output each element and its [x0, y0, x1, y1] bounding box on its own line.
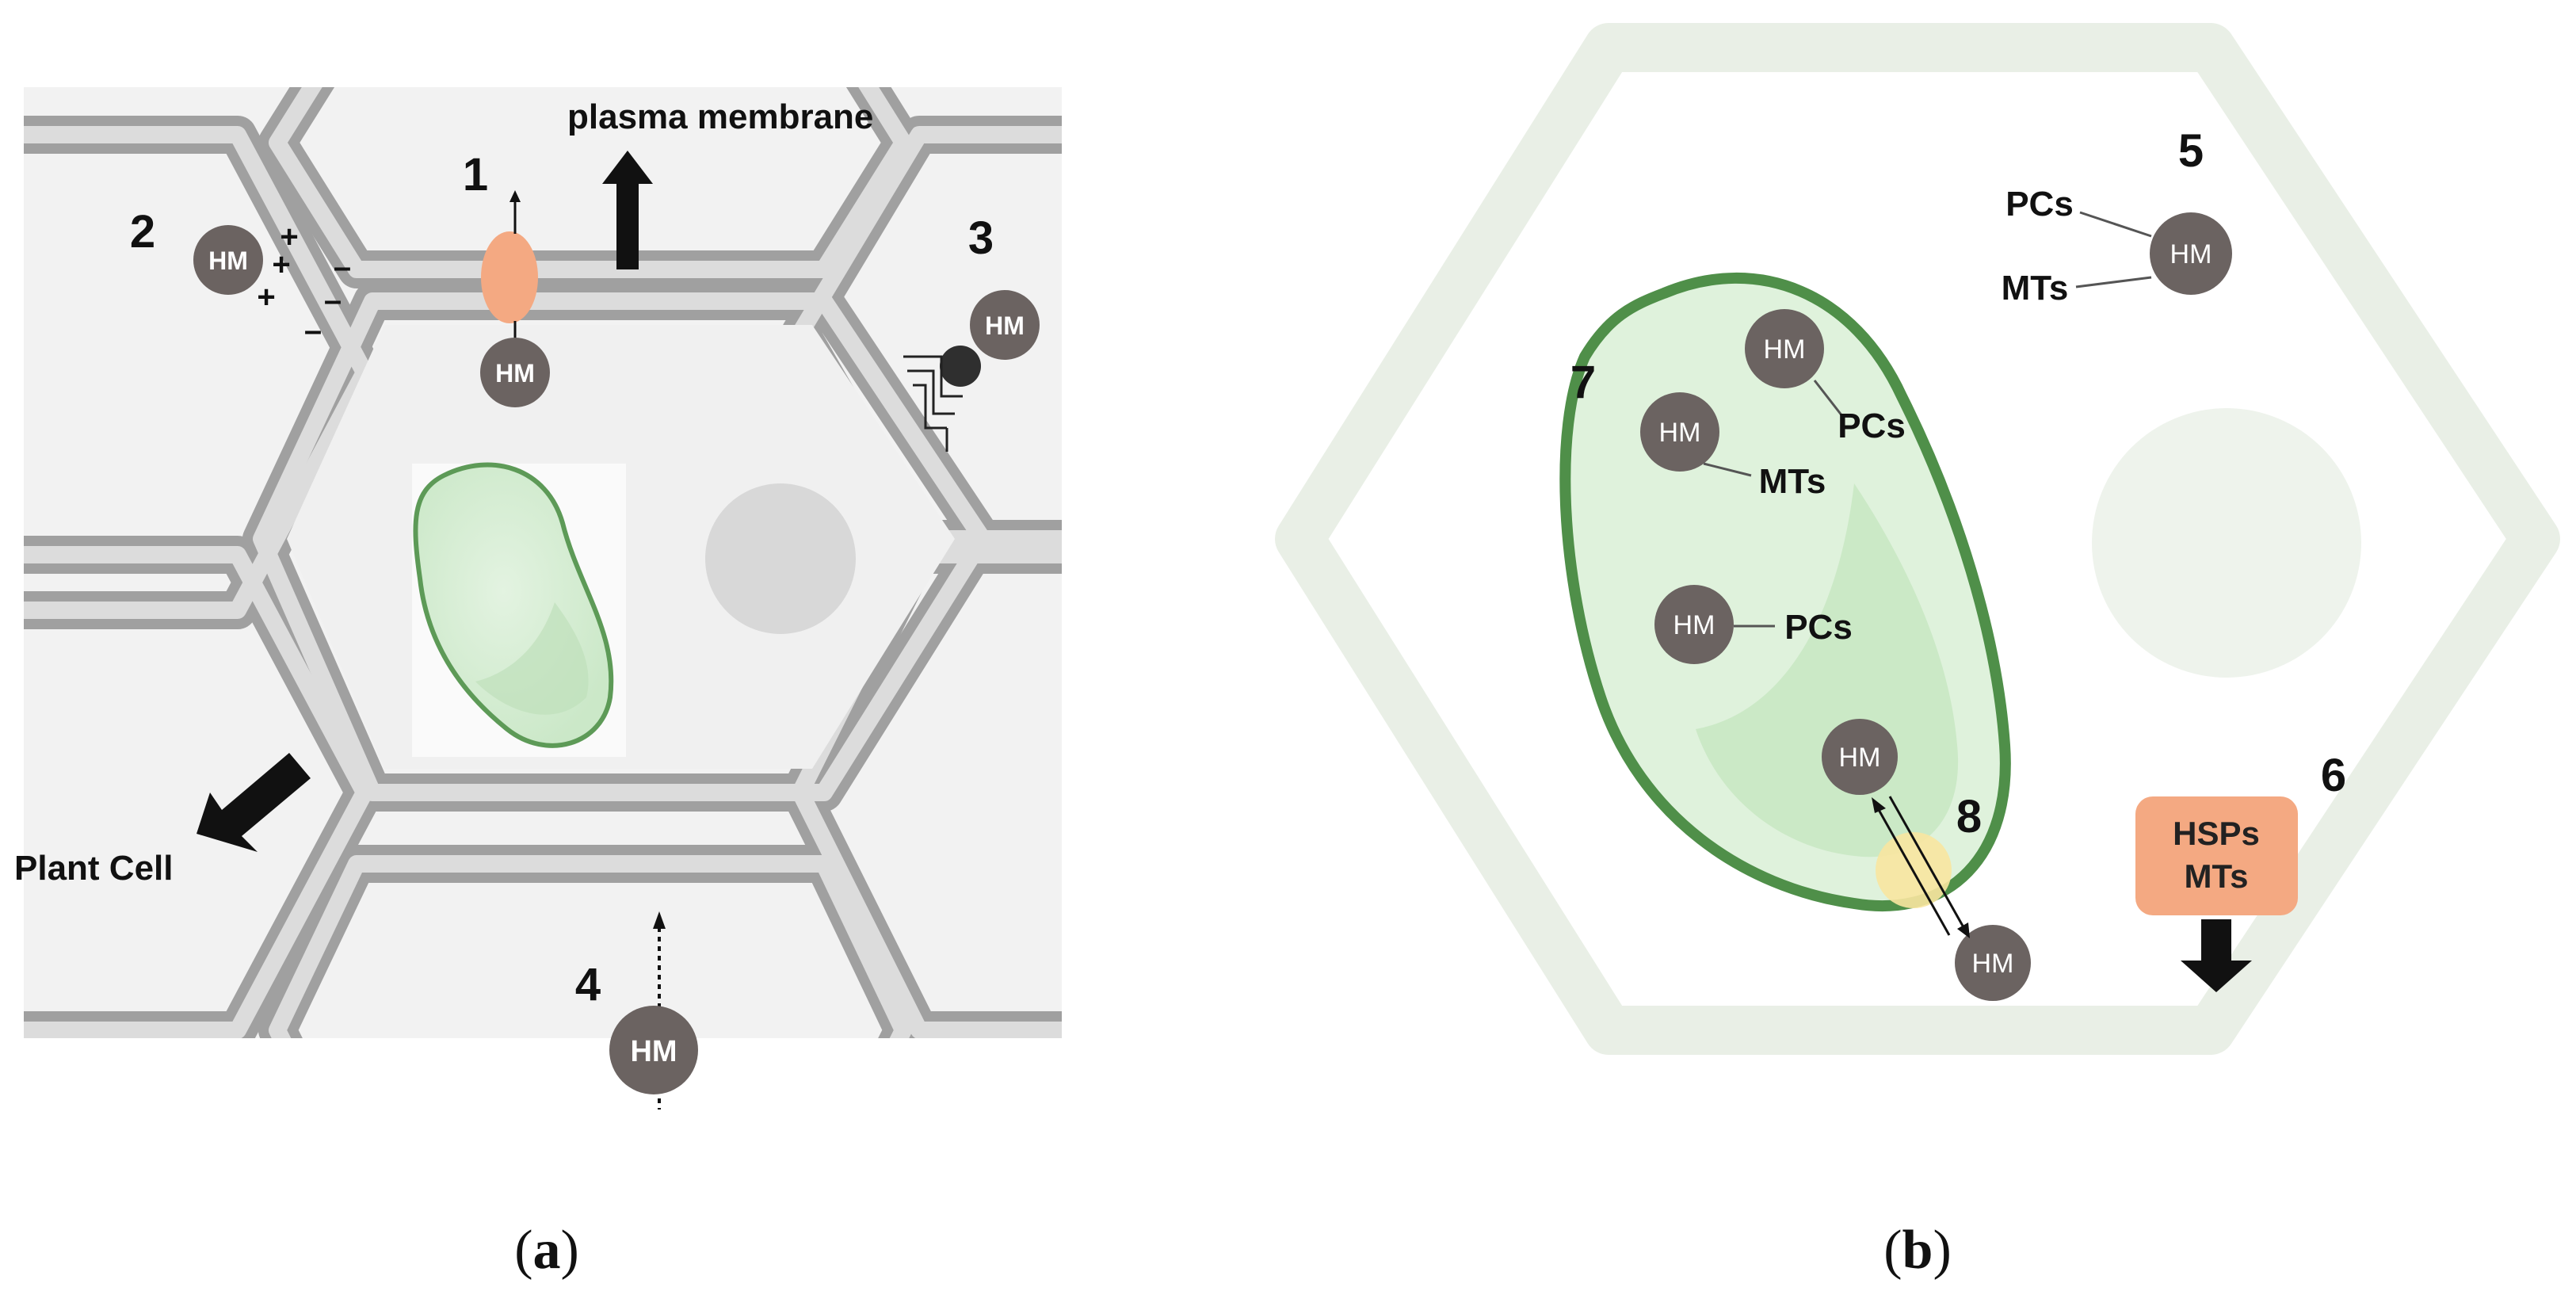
- cell-walls: [24, 87, 1062, 1038]
- pcs-label-7a: PCs: [1838, 407, 1906, 445]
- hsp-arrow-shaft: [2201, 919, 2231, 963]
- caption-b-letter: b: [1902, 1220, 1933, 1281]
- mts-label-5: MTs: [2002, 269, 2069, 307]
- mechanism-number-3: 3: [968, 212, 994, 264]
- caption-a-close: ): [561, 1220, 579, 1281]
- transporter-oval: [481, 231, 538, 323]
- channel-arrow-out: [1888, 796, 1965, 928]
- hm-ball-2: [193, 225, 263, 295]
- hm-label-3: HM: [985, 311, 1025, 340]
- hm-label-5: HM: [2170, 239, 2212, 269]
- panel-a: HM 1 plasma membrane 2 HM + + + – – – 3 …: [14, 87, 1062, 1281]
- hm-ball-1: [480, 338, 550, 407]
- hsp-box-line2: MTs: [2185, 857, 2249, 895]
- plasma-membrane-arrow-head: [602, 151, 653, 184]
- panel-a-caption: (a): [514, 1220, 579, 1281]
- hm-label-4: HM: [630, 1035, 677, 1068]
- hm-label-7a: HM: [1764, 334, 1806, 365]
- caption-a-letter: a: [533, 1220, 561, 1281]
- hm-ball-8a: [1822, 719, 1898, 795]
- hm-label-8b: HM: [1972, 949, 2014, 979]
- transporter-arrow: [509, 190, 521, 202]
- plasma-membrane-label: plasma membrane: [567, 97, 873, 136]
- hm-ball-4: [609, 1006, 698, 1094]
- mechanism-number-7: 7: [1570, 357, 1596, 408]
- mechanism-number-8: 8: [1956, 791, 1982, 842]
- mechanism-number-5: 5: [2178, 125, 2204, 177]
- mechanism-number-1: 1: [463, 149, 488, 201]
- mechanism-number-6: 6: [2321, 750, 2346, 801]
- plus-sign-3: +: [257, 280, 275, 315]
- hm-label-1: HM: [495, 359, 535, 388]
- channel-arrow-in: [1876, 808, 1951, 936]
- hm-ball-5: [2150, 212, 2232, 295]
- plant-cell-label: Plant Cell: [14, 849, 174, 888]
- mechanism-number-2: 2: [130, 206, 155, 258]
- pcs-label-5: PCs: [2005, 185, 2074, 223]
- panel-b-caption: (b): [1883, 1220, 1952, 1281]
- caption-b-close: ): [1933, 1220, 1951, 1281]
- plus-sign-2: +: [272, 247, 290, 282]
- hsp-box: [2135, 796, 2298, 915]
- panel-b-nucleus: [2092, 408, 2361, 678]
- plasma-membrane-arrow-shaft: [616, 182, 639, 269]
- hm-label-7b: HM: [1659, 418, 1701, 448]
- plus-sign-1: +: [280, 220, 298, 254]
- wall-polymers: [903, 355, 963, 452]
- hm-label-7c: HM: [1673, 610, 1715, 640]
- hsp-box-line1: HSPs: [2173, 815, 2260, 852]
- hm-ball-8b: [1955, 925, 2031, 1001]
- hm-ball-3: [970, 290, 1040, 360]
- binding-site: [940, 346, 981, 387]
- caption-a-open: (: [514, 1220, 532, 1281]
- hm-ball-7c: [1654, 585, 1734, 664]
- hm-label-2: HM: [208, 246, 248, 275]
- entry-arrow-head: [653, 911, 666, 929]
- minus-sign-1: –: [334, 250, 351, 285]
- hm-ball-7b: [1640, 392, 1719, 472]
- plant-cell-arrow: [197, 753, 311, 852]
- hm-ball-7a: [1745, 309, 1824, 388]
- hsp-arrow-head: [2181, 961, 2252, 992]
- mechanism-number-4: 4: [575, 959, 601, 1010]
- minus-sign-2: –: [324, 283, 342, 318]
- mts-label-7b: MTs: [1759, 462, 1826, 501]
- nucleus: [705, 483, 856, 634]
- panel-b: 5 HM PCs MTs 7 HM PCs HM MTs HM PCs 8 HM…: [1275, 23, 2560, 1281]
- vacuole-shade: [475, 602, 589, 715]
- hm-label-8a: HM: [1839, 743, 1881, 773]
- caption-b-open: (: [1883, 1220, 1902, 1281]
- pcs-label-7c: PCs: [1784, 608, 1853, 647]
- minus-sign-3: –: [304, 313, 322, 348]
